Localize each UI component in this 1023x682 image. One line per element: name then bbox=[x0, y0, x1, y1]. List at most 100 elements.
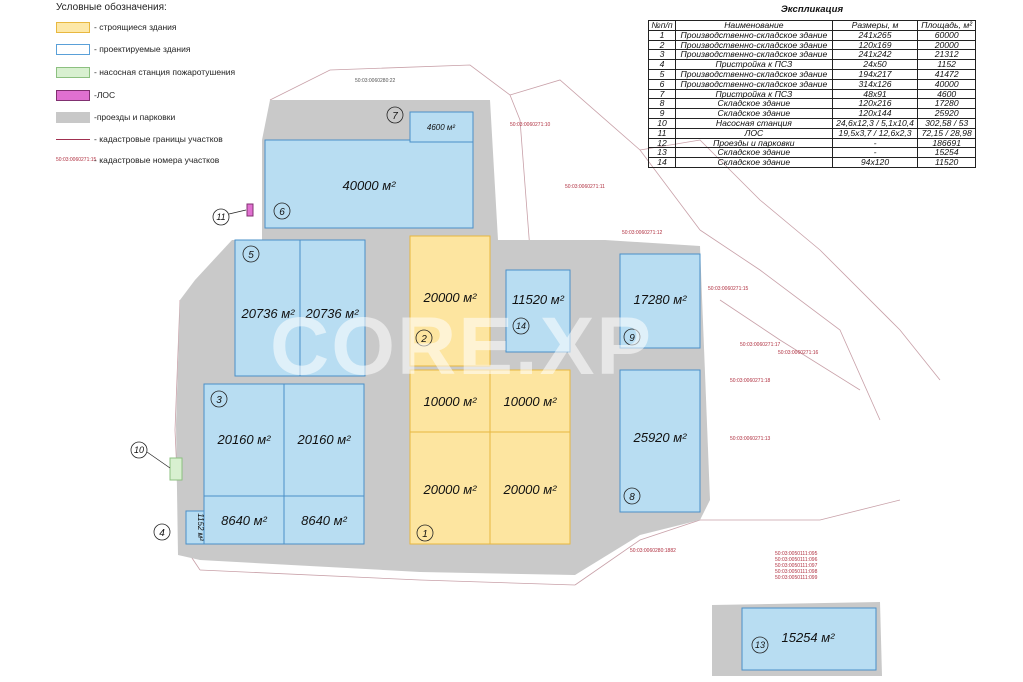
table-cell: 314x126 bbox=[831, 78, 919, 90]
pump-station-10[interactable] bbox=[169, 457, 183, 481]
table-cell: Складское здание bbox=[675, 108, 833, 119]
explication-title: Экспликация bbox=[780, 4, 844, 15]
area-label-8: 25920 м² bbox=[632, 430, 687, 445]
area-label-4: 1152 м² bbox=[196, 513, 205, 541]
legend-item-roads: -проезды и парковки bbox=[56, 110, 175, 124]
explication: Экспликация №п/п Наименование Размеры, м… bbox=[648, 4, 976, 168]
table-cell: 72,15 / 28,98 bbox=[917, 127, 976, 139]
area-label-14: 11520 м² bbox=[512, 292, 565, 307]
legend-label: - кадастровые номера участков bbox=[94, 155, 220, 165]
marker-labels: 7 6 11 5 2 14 9 3 10 8 4 1 13 bbox=[134, 111, 765, 650]
marker-9-circle bbox=[623, 328, 641, 346]
table-cell: 11 bbox=[648, 127, 676, 139]
area-label-1b: 10000 м² bbox=[503, 394, 557, 409]
table-cell: 4 bbox=[648, 59, 676, 70]
marker-7: 7 bbox=[392, 111, 398, 122]
area-label-5a: 20736 м² bbox=[240, 306, 295, 321]
area-label-3b: 20160 м² bbox=[296, 432, 351, 447]
legend-swatch-line bbox=[56, 138, 90, 140]
los-11[interactable] bbox=[246, 203, 254, 217]
table-cell: Производственно-складское здание bbox=[675, 29, 833, 41]
marker-6: 6 bbox=[279, 207, 285, 218]
table-cell: 1152 bbox=[917, 59, 976, 70]
legend-swatch bbox=[56, 111, 90, 123]
table-cell: 194x217 bbox=[831, 68, 919, 80]
cadastral-c13: 50:03:0050111:097 bbox=[775, 563, 818, 569]
building-13[interactable] bbox=[741, 607, 877, 671]
area-label-1a: 10000 м² bbox=[423, 394, 477, 409]
table-cell: 9 bbox=[648, 108, 676, 119]
legend-title: Условные обозначения: bbox=[56, 2, 167, 13]
watermark: CORE.XP bbox=[270, 301, 654, 392]
area-label-3a: 20160 м² bbox=[216, 432, 271, 447]
building-6[interactable] bbox=[264, 139, 474, 229]
area-label-2: 20000 м² bbox=[422, 290, 477, 305]
marker-14-circle bbox=[512, 317, 530, 335]
cadastral-c6: 50:03:0060271:17 bbox=[740, 342, 781, 348]
legend-label: - проектируемые здания bbox=[94, 44, 191, 54]
legend-label: - кадастровые границы участков bbox=[94, 134, 223, 144]
legend-label: - строящиеся здания bbox=[94, 22, 177, 32]
legend-swatch-text: 50:03:0060271:15 bbox=[56, 157, 97, 163]
building-9[interactable] bbox=[619, 253, 701, 349]
legend-item-cadastral-numbers: 50:03:0060271:15 - кадастровые номера уч… bbox=[56, 153, 219, 167]
cadastral-c15: 50:03:0050111:099 bbox=[775, 575, 818, 581]
legend-item-under-construction: - строящиеся здания bbox=[56, 20, 177, 34]
area-label-13: 15254 м² bbox=[781, 630, 835, 645]
table-cell: 5 bbox=[648, 68, 676, 80]
table-cell: 24x50 bbox=[831, 59, 919, 70]
legend-label: -проезды и парковки bbox=[94, 112, 176, 122]
explication-table: №п/п Наименование Размеры, м Площадь, м²… bbox=[648, 20, 976, 168]
table-cell: Насосная станция bbox=[675, 117, 833, 129]
legend-item-pump-station: - насосная станция пожаротушения bbox=[56, 65, 235, 79]
building-2[interactable] bbox=[409, 235, 491, 367]
marker-10-circle bbox=[130, 441, 148, 459]
table-cell: 1 bbox=[648, 29, 676, 41]
cadastral-c5: 50:03:0060271:15 bbox=[708, 286, 749, 292]
area-label-7: 4600 м² bbox=[427, 123, 456, 132]
cadastral-c8: 50:03:0060271:16 bbox=[778, 350, 819, 356]
cadastral-c11: 50:03:0050111:095 bbox=[775, 551, 818, 557]
cadastral-numbers: 50:03:0060280:22 50:03:0060271:10 50:03:… bbox=[355, 78, 819, 581]
cadastral-c4: 50:03:0060271:12 bbox=[622, 230, 663, 236]
marker-3: 3 bbox=[216, 395, 222, 406]
table-cell: 94x120 bbox=[831, 157, 919, 168]
cadastral-c1: 50:03:0060280:22 bbox=[355, 78, 396, 84]
marker-6-circle bbox=[273, 202, 291, 220]
table-cell: 24,6x12,3 / 5,1x10,4 bbox=[831, 117, 919, 129]
marker-13-circle bbox=[751, 636, 769, 654]
marker-2-circle bbox=[415, 329, 433, 347]
area-label-5b: 20736 м² bbox=[304, 306, 359, 321]
marker-5-circle bbox=[242, 245, 260, 263]
table-cell: Производственно-складское здание bbox=[675, 68, 833, 80]
cadastral-c10: 50:03:0060280:1882 bbox=[630, 548, 676, 554]
building-7[interactable] bbox=[409, 111, 474, 143]
cadastral-c3: 50:03:0060271:11 bbox=[565, 184, 605, 190]
table-cell: 19,5x3,7 / 12,6x2,3 bbox=[831, 127, 919, 139]
building-4[interactable] bbox=[185, 510, 205, 545]
legend-swatch bbox=[56, 89, 90, 101]
header-area: Площадь, м² bbox=[917, 20, 976, 31]
table-cell: 14 bbox=[648, 157, 676, 168]
table-cell: Складское здание bbox=[675, 157, 833, 168]
marker-10: 10 bbox=[134, 445, 144, 455]
marker-4-circle bbox=[153, 523, 171, 541]
header-size: Размеры, м bbox=[831, 20, 919, 31]
table-cell: 40000 bbox=[917, 78, 976, 90]
building-14[interactable] bbox=[505, 269, 571, 353]
table-cell: ЛОС bbox=[675, 127, 833, 139]
legend-item-los: -ЛОС bbox=[56, 88, 115, 102]
legend-swatch bbox=[56, 21, 90, 33]
building-markers bbox=[130, 106, 769, 654]
marker-11: 11 bbox=[216, 212, 225, 222]
